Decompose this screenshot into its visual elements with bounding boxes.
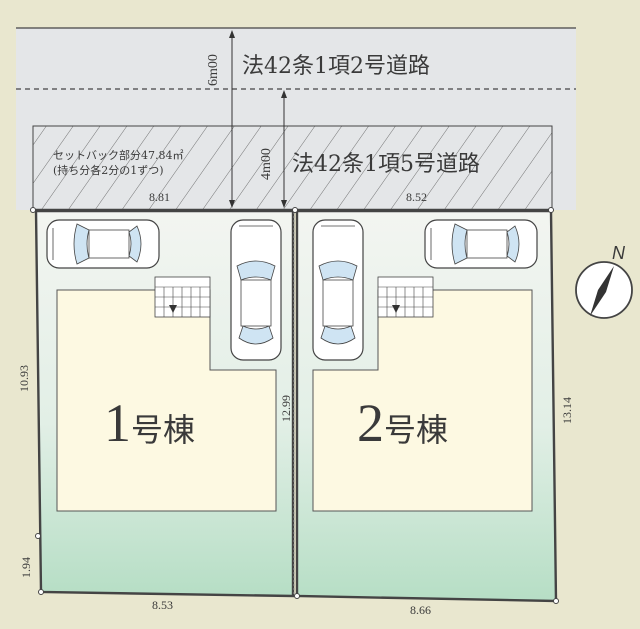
parking-car-1a: [46, 219, 160, 269]
lot-2-frontage: 8.52: [406, 190, 427, 204]
building-2: [312, 289, 533, 512]
lot-1-right: 12.99: [279, 395, 293, 422]
lot-1-frontage: 8.81: [149, 190, 170, 204]
lot-1-left-lower: 1.94: [19, 557, 33, 578]
building-2-number: 2: [357, 393, 384, 453]
entrance-stairs-1: [154, 276, 211, 318]
entrance-stairs-2: [377, 276, 434, 318]
setback-area: [32, 125, 553, 211]
building-2-label: 2号棟: [357, 392, 448, 454]
building-1-number: 1: [104, 393, 131, 453]
building-1-label: 1号棟: [104, 392, 195, 454]
parking-car-2a: [312, 219, 364, 361]
setback-label-line2: (持ち分各2分の1ずつ): [53, 164, 164, 177]
setback-label-line1: セットバック部分47.84㎡: [53, 149, 184, 162]
road-5-label: 法42条1項5号道路: [292, 152, 480, 177]
road-5-width: 4m00: [259, 148, 274, 180]
road-2-width: 6m00: [206, 54, 221, 86]
parking-car-2b: [424, 219, 538, 269]
building-1-suffix: 号棟: [131, 411, 196, 449]
lot-2-rear: 8.66: [410, 603, 431, 617]
compass-north-label: N: [612, 243, 625, 263]
lot-1-left-upper: 10.93: [17, 365, 31, 392]
building-2-suffix: 号棟: [384, 411, 449, 449]
lot-2-right: 13.14: [560, 397, 574, 424]
parking-car-1b: [230, 219, 282, 361]
compass-icon: [575, 261, 633, 319]
lot-1-rear: 8.53: [152, 598, 173, 612]
road-2-label: 法42条1項2号道路: [242, 54, 430, 79]
